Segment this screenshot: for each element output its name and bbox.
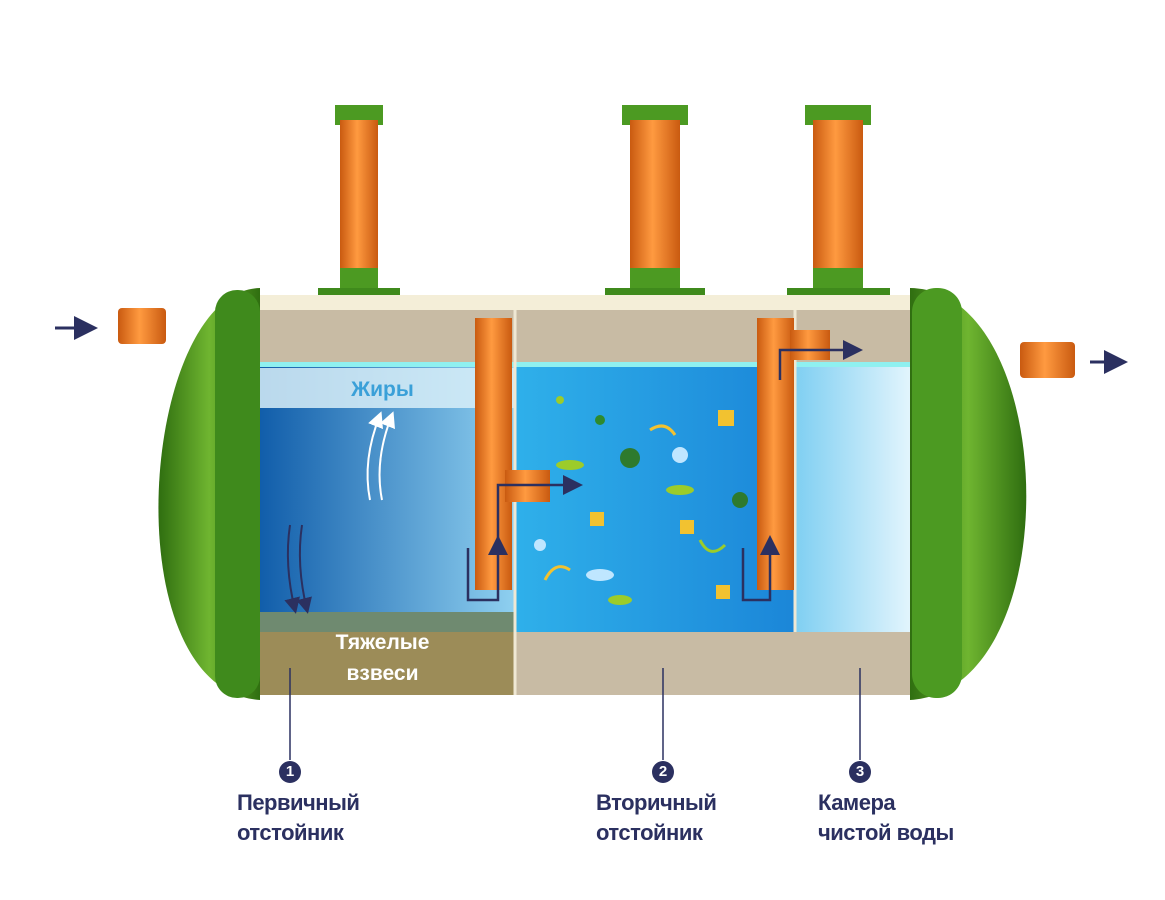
chamber-1-number: 1 bbox=[279, 761, 301, 783]
outlet-pipe bbox=[1020, 342, 1075, 378]
chamber-1-line2: отстойник bbox=[237, 820, 344, 845]
heavy-sediment-line2: взвеси bbox=[346, 662, 419, 685]
chamber-3-water bbox=[795, 365, 915, 632]
riser-3 bbox=[787, 105, 890, 300]
bacteria bbox=[534, 396, 748, 605]
chamber-1-label: Первичный отстойник bbox=[237, 788, 360, 848]
chamber-2-line2: отстойник bbox=[596, 820, 703, 845]
chamber-2-water bbox=[515, 365, 795, 632]
riser-1 bbox=[318, 105, 400, 300]
chamber-2-label: Вторичный отстойник bbox=[596, 788, 717, 848]
fats-label: Жиры bbox=[351, 378, 414, 401]
chamber-3-line2: чистой воды bbox=[818, 820, 954, 845]
chamber-3-line1: Камера bbox=[818, 790, 896, 815]
heavy-sediment-label: Тяжелые взвеси bbox=[310, 627, 455, 689]
transfer-pipe-1 bbox=[475, 318, 512, 590]
chamber-1-line1: Первичный bbox=[237, 790, 360, 815]
chamber-3-number: 3 bbox=[849, 761, 871, 783]
riser-2 bbox=[605, 105, 705, 300]
chamber-3-label: Камера чистой воды bbox=[818, 788, 954, 848]
chamber-2-number: 2 bbox=[652, 761, 674, 783]
fat-layer bbox=[252, 368, 515, 408]
heavy-sediment-line1: Тяжелые bbox=[335, 631, 430, 654]
chamber-2-line1: Вторичный bbox=[596, 790, 717, 815]
transfer-pipe-2 bbox=[757, 318, 794, 590]
inlet-pipe bbox=[118, 308, 166, 344]
